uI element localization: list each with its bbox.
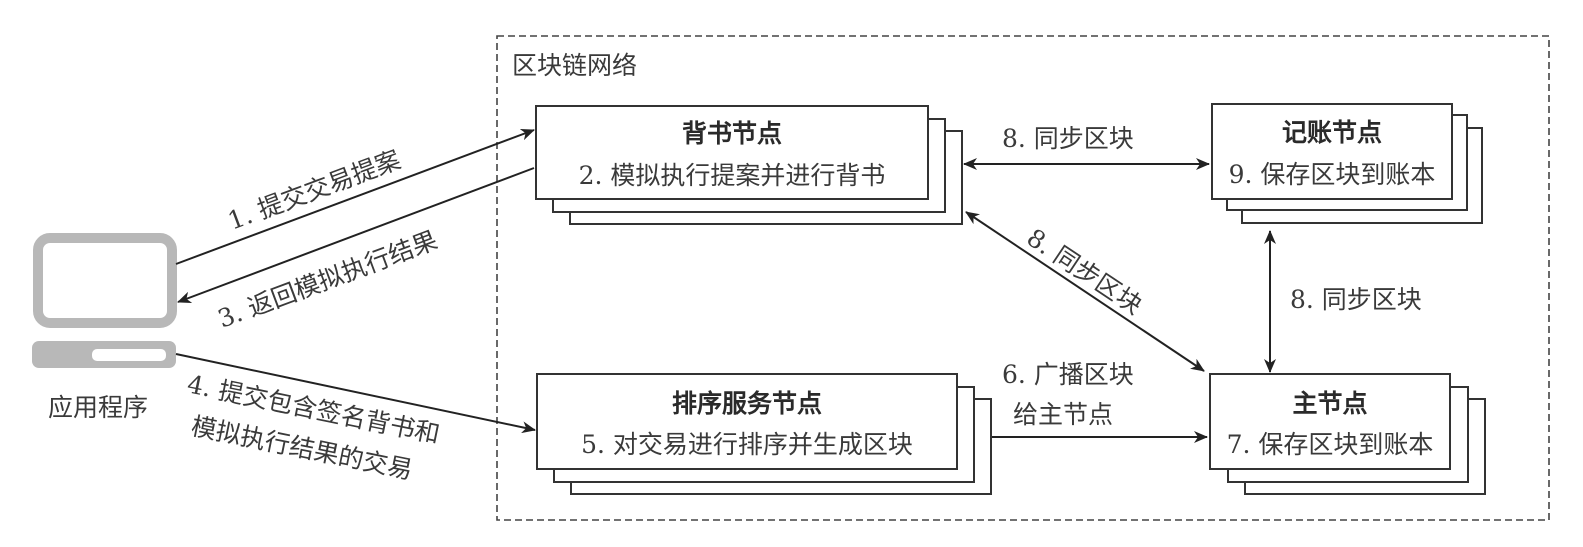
client-label: 应用程序 — [48, 393, 148, 422]
orderer-step: 5. 对交易进行排序并生成区块 — [581, 430, 913, 459]
leader-title: 主节点 — [1292, 389, 1367, 418]
label-sync-diagonal: 8. 同步区块 — [1022, 223, 1148, 320]
label-return-result: 3. 返回模拟执行结果 — [214, 225, 441, 333]
label-broadcast-block-1: 6. 广播区块 — [1002, 360, 1134, 389]
endorser-step: 2. 模拟执行提案并进行背书 — [579, 161, 886, 190]
orderer-node[interactable]: 排序服务节点 5. 对交易进行排序并生成区块 — [536, 373, 992, 495]
network-label: 区块链网络 — [512, 51, 637, 80]
orderer-title: 排序服务节点 — [672, 389, 822, 418]
computer-icon — [32, 233, 177, 368]
leader-step: 7. 保存区块到账本 — [1227, 430, 1434, 459]
leader-node[interactable]: 主节点 7. 保存区块到账本 — [1209, 373, 1486, 495]
arrow-submit-transaction — [175, 353, 536, 434]
committer-node[interactable]: 记账节点 9. 保存区块到账本 — [1211, 103, 1483, 224]
label-submit-proposal: 1. 提交交易提案 — [224, 145, 404, 236]
committer-step: 9. 保存区块到账本 — [1229, 160, 1436, 189]
arrow-submit-proposal — [175, 128, 535, 265]
arrow-sync-endorser-leader — [965, 211, 1205, 372]
arrow-return-result — [177, 167, 535, 304]
label-sync-top: 8. 同步区块 — [1002, 124, 1134, 153]
blockchain-network-boundary — [496, 35, 1550, 521]
committer-title: 记账节点 — [1282, 118, 1382, 147]
endorser-title: 背书节点 — [682, 119, 782, 148]
label-broadcast-block-2: 给主节点 — [1013, 400, 1113, 429]
label-sync-right: 8. 同步区块 — [1290, 285, 1422, 314]
endorser-node[interactable]: 背书节点 2. 模拟执行提案并进行背书 — [535, 105, 963, 225]
